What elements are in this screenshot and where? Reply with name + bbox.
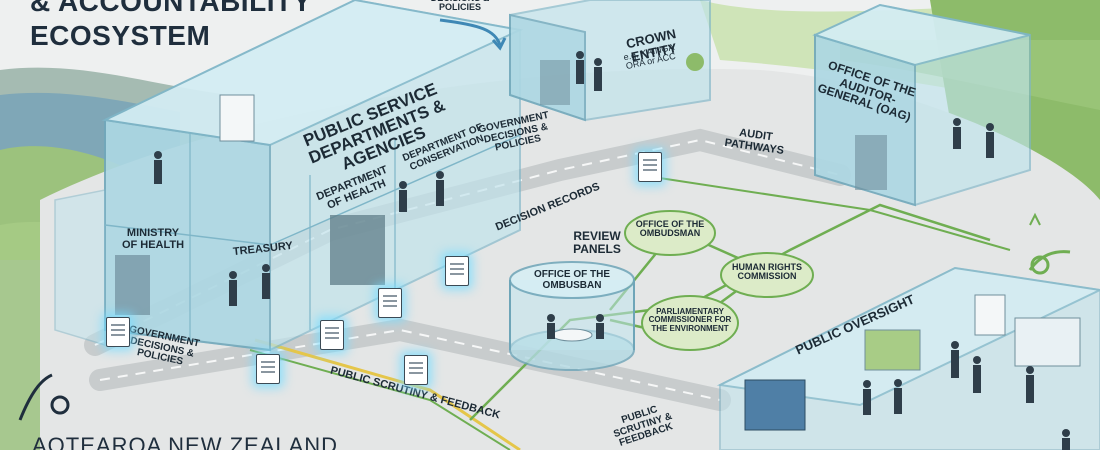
review-node-parliamentary-commissioner: PARLIAMENTARY COMMISSIONER FOR THE ENVIR… — [648, 307, 732, 333]
footer-location: AOTEAROA NEW ZEALAND — [32, 433, 339, 450]
cylinder-label: OFFICE OF THE OMBUSBAN — [533, 269, 611, 291]
document-icon — [378, 288, 402, 318]
document-icon — [638, 152, 662, 182]
document-icon — [404, 355, 428, 385]
ministry-of-health-label: MINISTRY OF HEALTH — [121, 227, 185, 251]
document-icon — [106, 317, 130, 347]
document-icon — [445, 256, 469, 286]
document-icon — [320, 320, 344, 350]
review-node-ombudsman: OFFICE OF THE OMBUDSMAN — [635, 219, 705, 239]
decisions-policies-top-label: DECISIONS & POLICIES — [431, 0, 490, 13]
review-node-human-rights: HUMAN RIGHTS COMMISSION — [732, 262, 802, 282]
document-icon — [256, 354, 280, 384]
title-line-1: & ACCOUNTABILITY — [30, 0, 312, 17]
review-panels-heading: REVIEW PANELS — [573, 229, 621, 256]
title-line-2: ECOSYSTEM — [30, 20, 211, 51]
